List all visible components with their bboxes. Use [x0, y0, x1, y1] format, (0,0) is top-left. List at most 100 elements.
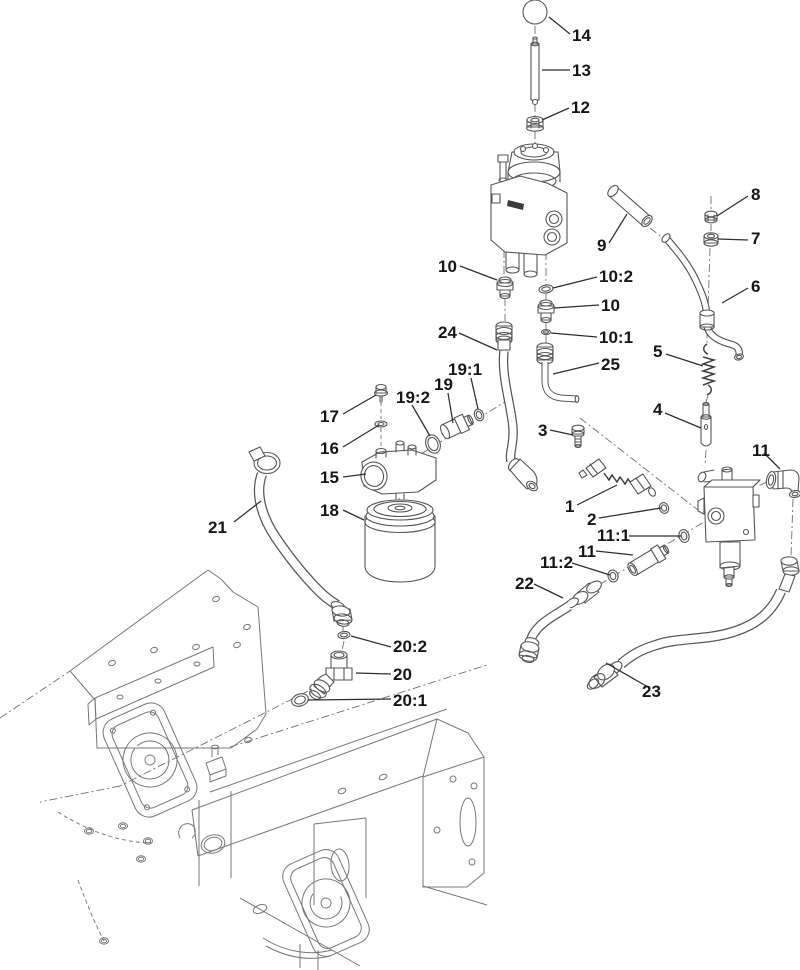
callout-c10-1: 10:1	[599, 328, 633, 347]
part-hose-21	[248, 446, 353, 627]
callout-c4: 4	[653, 400, 663, 419]
leader-c19	[447, 392, 454, 424]
leader-c7	[717, 238, 749, 241]
callout-c10-2: 10:2	[599, 267, 633, 286]
leader-c19-1	[470, 377, 479, 410]
leader-c20-2	[350, 635, 392, 648]
part-oring-2	[658, 502, 670, 514]
callout-c15: 15	[320, 468, 339, 487]
callout-c13: 13	[572, 61, 591, 80]
part-nut-7	[703, 232, 719, 247]
leader-c14	[548, 16, 571, 35]
callout-c10a: 10	[438, 257, 457, 276]
callout-c19-1: 19:1	[448, 360, 482, 379]
part-sensor-1	[578, 458, 656, 497]
frame-nuts	[84, 822, 153, 945]
fan-ring-left	[102, 702, 198, 818]
leader-c10-1	[550, 332, 598, 338]
callout-c2: 2	[587, 510, 596, 529]
valve-assembly-main	[490, 142, 568, 278]
part-oring-19-2	[425, 434, 441, 454]
callout-c8: 8	[751, 185, 760, 204]
part-oring-19-1	[473, 408, 485, 422]
part-oring-11-2	[607, 569, 619, 583]
part-pin-4	[700, 401, 712, 447]
leader-c10b	[553, 304, 600, 309]
leader-c3	[549, 429, 574, 436]
callout-c20-1: 20:1	[393, 691, 427, 710]
part-fitting-10-right	[537, 299, 555, 324]
leader-c12	[541, 107, 570, 121]
leader-c5	[665, 353, 704, 367]
part-oring-20-2	[337, 630, 351, 640]
leader-c20	[355, 672, 392, 675]
callout-c22: 22	[515, 574, 534, 593]
leader-c17	[342, 394, 377, 415]
callout-c7: 7	[751, 229, 760, 248]
callout-c25: 25	[601, 355, 620, 374]
part-oring-20-1	[291, 693, 309, 707]
callout-c24: 24	[438, 323, 457, 342]
part-hose-24	[495, 321, 538, 492]
leader-c21	[233, 500, 262, 523]
part-fitting-10-left	[496, 276, 514, 300]
chassis-frame	[0, 569, 488, 970]
callout-c19: 19	[434, 375, 453, 394]
leader-c22	[533, 583, 564, 599]
callout-c11b: 11	[578, 542, 596, 561]
leader-c4	[664, 412, 702, 429]
part-tube-25	[536, 342, 580, 404]
leader-c9	[608, 213, 628, 244]
callout-c5: 5	[653, 342, 662, 361]
part-spring-5	[700, 343, 717, 396]
leader-c25	[552, 362, 600, 375]
callout-c6: 6	[751, 277, 760, 296]
part-fitting-11-mid	[627, 544, 670, 577]
part-oring-10-2	[538, 284, 554, 294]
callout-layer: 14131287961010:21010:1242519:11919:21716…	[208, 16, 781, 710]
leader-c11-2	[571, 562, 611, 576]
part-bolt-3	[571, 424, 585, 449]
part-rod-13	[530, 36, 540, 106]
leader-c18	[342, 509, 365, 521]
leader-c16	[342, 424, 380, 448]
part-nut-12	[525, 115, 545, 132]
part-bolt-17	[373, 383, 389, 403]
part-filter-18	[364, 499, 436, 583]
callout-c18: 18	[320, 501, 339, 520]
fan-ring-center	[282, 849, 370, 957]
part-elbow-11-top	[765, 469, 800, 499]
part-hose-23	[586, 556, 800, 690]
leader-c11a	[763, 452, 781, 470]
leader-c11b	[595, 550, 634, 556]
leader-c24	[458, 332, 498, 351]
callout-c23: 23	[642, 682, 661, 701]
valve-assembly-right	[697, 466, 761, 588]
leader-c20-1	[307, 698, 392, 701]
part-nut-8	[704, 210, 718, 224]
leader-c23	[605, 662, 649, 688]
leader-c8	[716, 195, 749, 217]
callout-c17: 17	[320, 407, 339, 426]
callout-c11-2: 11:2	[540, 553, 573, 572]
bleed-screw	[497, 154, 509, 163]
callout-c21: 21	[208, 518, 227, 537]
leader-c10-2	[552, 276, 598, 289]
callout-c12: 12	[571, 98, 590, 117]
leader-c1	[576, 484, 618, 506]
part-oring-11-1	[678, 529, 690, 543]
callout-c14: 14	[572, 26, 591, 45]
part-elbow-20	[309, 650, 353, 700]
callout-c16: 16	[320, 439, 339, 458]
callout-c11-1: 11:1	[597, 526, 630, 545]
valve-decal	[507, 200, 524, 210]
leader-c15	[342, 473, 367, 478]
leader-c10a	[459, 265, 498, 281]
callout-c10b: 10	[601, 296, 620, 315]
callout-c20: 20	[393, 665, 412, 684]
part-lever-6	[661, 233, 744, 361]
callout-c19-2: 19:2	[396, 388, 430, 407]
part-hose-22	[518, 580, 602, 664]
